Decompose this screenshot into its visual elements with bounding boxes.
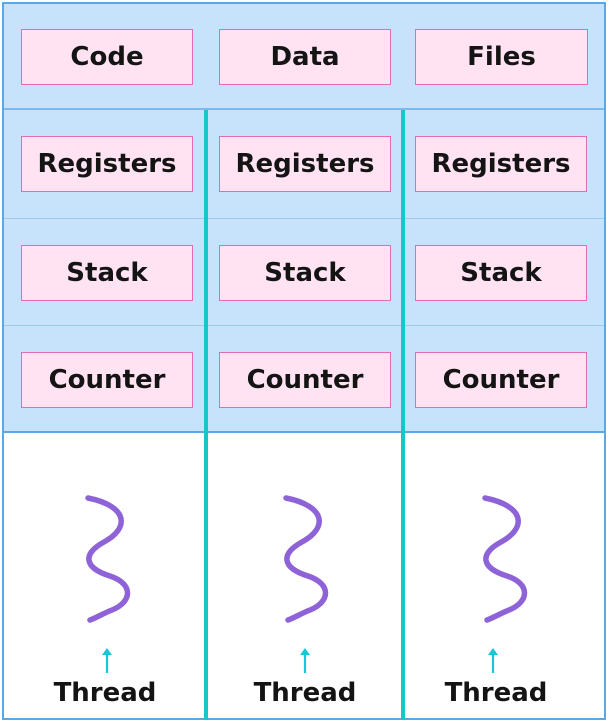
registers-cell: Registers [206, 110, 404, 218]
up-arrow-icon [488, 648, 498, 673]
counter-cell: Counter [206, 325, 404, 433]
registers-cell: Registers [4, 110, 206, 218]
stack-cell: Stack [206, 218, 404, 325]
thread-area: Registers Stack Counter Thread Registers [4, 110, 604, 720]
squiggle-thread-icon [482, 495, 528, 623]
thread-column-3: Registers Stack Counter Thread [404, 110, 604, 720]
counter-cell: Counter [404, 325, 604, 433]
files-box: Files [415, 29, 588, 85]
thread-divider [401, 110, 405, 720]
registers-cell: Registers [404, 110, 604, 218]
registers-box: Registers [219, 136, 391, 192]
thread-label: Thread [253, 678, 357, 708]
thread-label: Thread [53, 678, 157, 708]
thread-column-2: Registers Stack Counter Thread [206, 110, 404, 720]
thread-label: Thread [444, 678, 548, 708]
counter-box: Counter [21, 352, 193, 408]
counter-box: Counter [219, 352, 391, 408]
thread-divider [204, 110, 208, 720]
registers-box: Registers [415, 136, 587, 192]
shared-resources-band: Code Data Files [4, 4, 604, 110]
code-box: Code [21, 29, 193, 85]
stack-box: Stack [415, 245, 587, 301]
stack-box: Stack [21, 245, 193, 301]
stack-box: Stack [219, 245, 391, 301]
registers-box: Registers [21, 136, 193, 192]
squiggle-thread-icon [85, 495, 131, 623]
stack-cell: Stack [404, 218, 604, 325]
squiggle-thread-icon [283, 495, 329, 623]
up-arrow-icon [300, 648, 310, 673]
counter-box: Counter [415, 352, 587, 408]
up-arrow-icon [102, 648, 112, 673]
counter-cell: Counter [4, 325, 206, 433]
stack-cell: Stack [4, 218, 206, 325]
thread-column-1: Registers Stack Counter Thread [4, 110, 206, 720]
data-box: Data [219, 29, 391, 85]
